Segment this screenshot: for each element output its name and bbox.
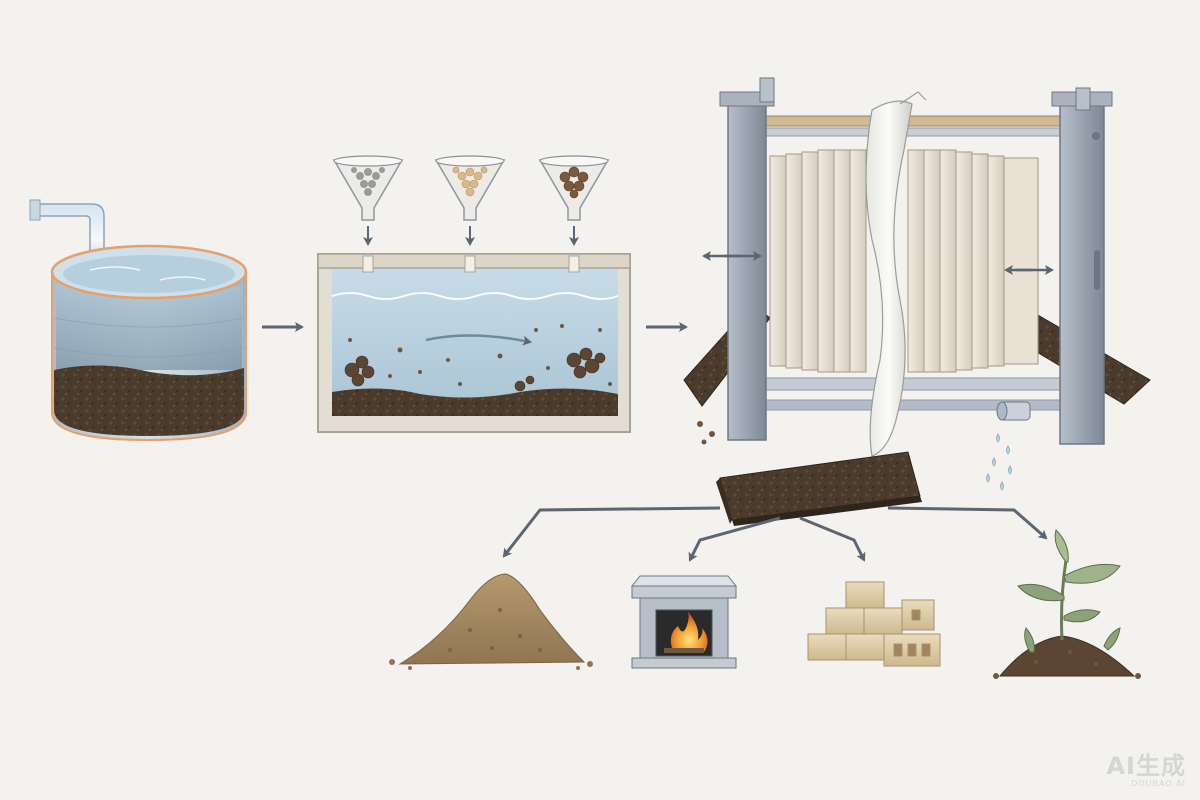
reagent-funnel-icon	[434, 155, 506, 246]
reagent-funnel-icon	[332, 155, 404, 246]
soil-pile-icon	[389, 573, 593, 670]
watermark-sub: DOUBAO·AI	[1131, 779, 1186, 788]
plant-sprout-icon	[993, 529, 1141, 679]
reagent-funnel-icon	[538, 155, 610, 246]
building-bricks-icon	[807, 581, 941, 667]
watermark: AI生成 DOUBAO·AI	[1106, 754, 1186, 788]
settling-tank-icon	[29, 199, 248, 442]
watermark-main: AI生成	[1106, 752, 1186, 780]
branch-arrows	[502, 506, 1048, 562]
incinerator-fire-icon	[630, 575, 738, 669]
sludge-cake-icon	[716, 451, 922, 526]
filter-press-icon	[683, 77, 1151, 491]
coagulation-tank-icon	[317, 155, 631, 433]
